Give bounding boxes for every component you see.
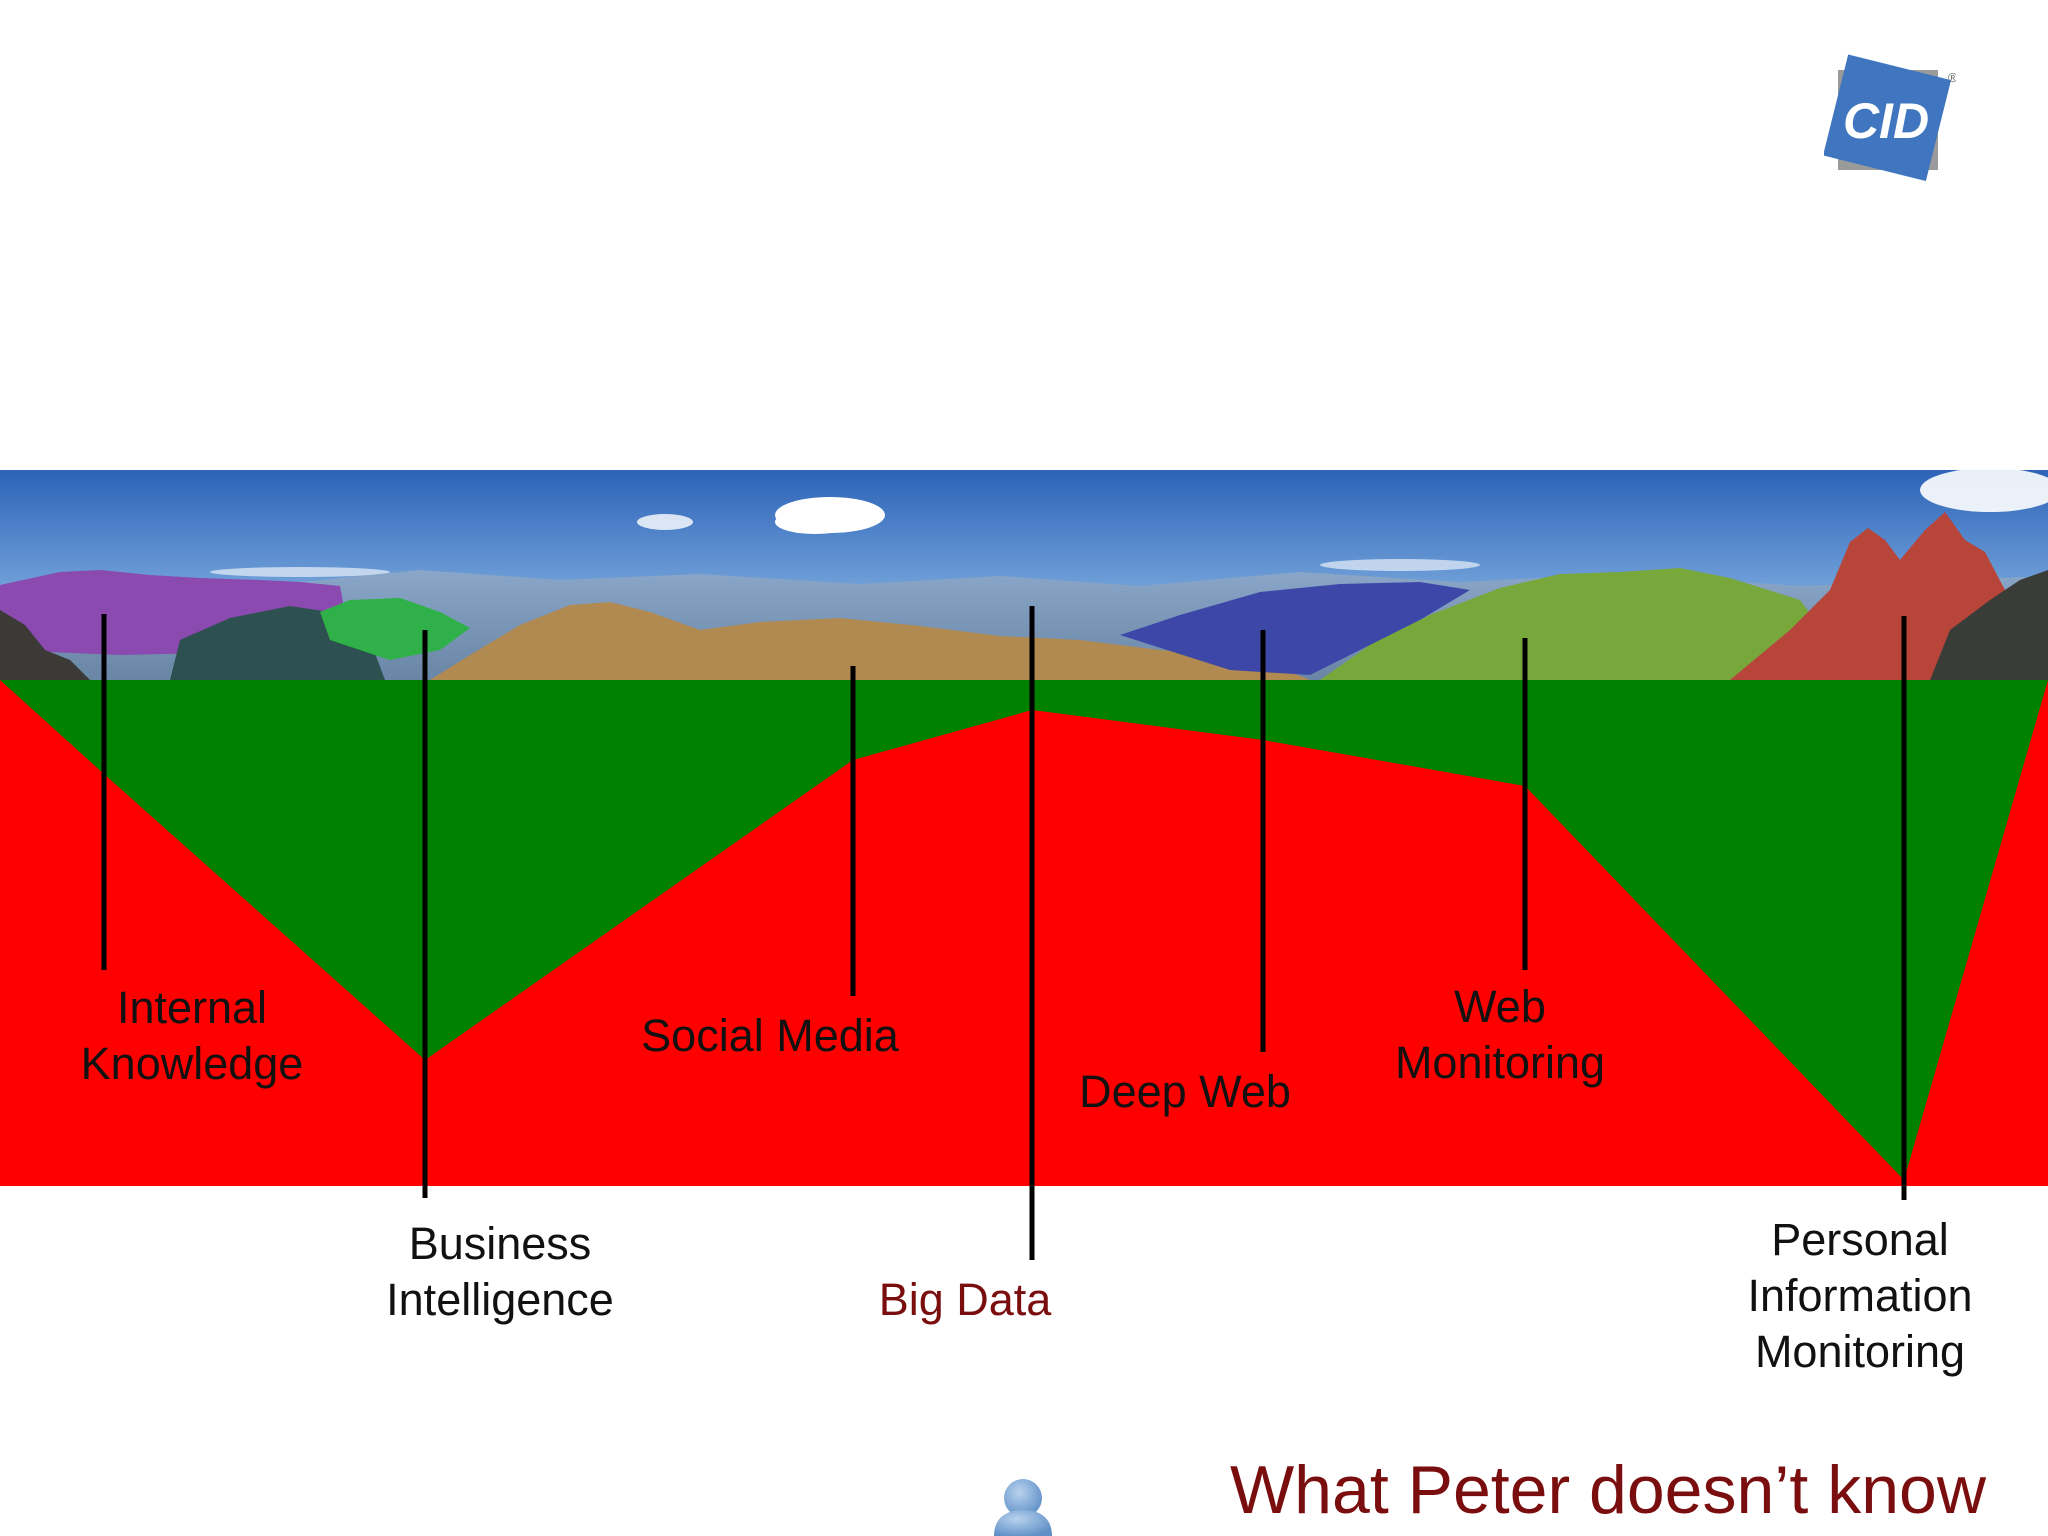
label-personal-information-monitoring: Personal Information Monitoring — [1710, 1212, 2010, 1380]
label-line: Monitoring — [1754, 1326, 1966, 1377]
person-icon — [994, 1479, 1052, 1536]
cid-logo: CID ® — [1824, 54, 1956, 182]
caption: What Peter doesn’t know — [1230, 1452, 1986, 1528]
person-body — [994, 1510, 1052, 1536]
label-line: Big Data — [878, 1274, 1052, 1325]
label-line: Information — [1747, 1270, 1973, 1321]
label-deep-web: Deep Web — [1045, 1064, 1325, 1120]
mountain-panorama — [0, 468, 2048, 680]
dark-rock-right — [1930, 570, 2048, 680]
label-line: Personal — [1771, 1214, 1949, 1265]
blue-mountain — [1120, 582, 1470, 675]
unknown-area — [0, 680, 2048, 1186]
brown-ridge — [430, 602, 1310, 680]
green-hill-left — [320, 598, 470, 660]
label-web-monitoring: Web Monitoring — [1370, 979, 1630, 1091]
label-line: Internal — [116, 982, 268, 1033]
clouds — [210, 468, 2048, 577]
logo-registered-mark: ® — [1948, 70, 1956, 85]
label-big-data: Big Data — [840, 1272, 1090, 1328]
label-line: Deep Web — [1079, 1066, 1291, 1117]
label-line: Web — [1454, 981, 1546, 1032]
category-markers — [101, 606, 1907, 1260]
label-line: Social Media — [641, 1010, 899, 1061]
label-business-intelligence: Business Intelligence — [380, 1216, 620, 1328]
green-mountain-right — [1320, 568, 1830, 680]
label-line: Knowledge — [80, 1038, 304, 1089]
label-line: Intelligence — [386, 1274, 614, 1325]
logo-text: CID — [1843, 93, 1929, 149]
label-social-media: Social Media — [600, 1008, 940, 1064]
label-line: Monitoring — [1394, 1037, 1606, 1088]
label-internal-knowledge: Internal Knowledge — [72, 980, 312, 1092]
logo-blue-square — [1824, 54, 1952, 182]
label-line: Business — [408, 1218, 592, 1269]
dark-rock-left — [0, 610, 90, 680]
person-head — [1004, 1479, 1042, 1517]
